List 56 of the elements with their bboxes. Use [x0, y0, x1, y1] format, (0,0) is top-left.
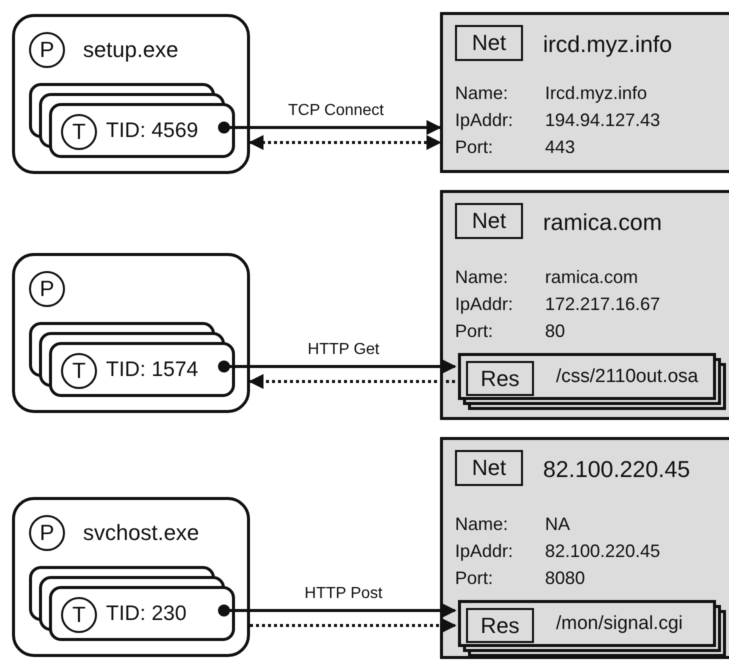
field-label: Port:: [455, 568, 494, 589]
field-label: Name:: [455, 267, 508, 288]
resource-box: [458, 353, 716, 400]
dotted-arrow: [250, 618, 456, 633]
field-value: 82.100.220.45: [545, 541, 660, 562]
field-value: NA: [545, 514, 570, 535]
host-title: ircd.myz.info: [543, 31, 672, 58]
arrow: [218, 359, 456, 374]
network-panel: [440, 437, 729, 659]
field-label: IpAddr:: [455, 541, 514, 562]
dotted-arrow: [248, 135, 442, 150]
process-box: [12, 253, 250, 413]
type-tag: Net: [455, 450, 523, 486]
dotted-arrow: [248, 374, 455, 389]
type-tag: Res: [466, 608, 534, 643]
process-name: setup.exe: [83, 37, 178, 63]
resource-path: /mon/signal.cgi: [556, 613, 683, 635]
host-title: ramica.com: [543, 209, 662, 236]
thread-card: [49, 342, 235, 397]
letter-circle: T: [61, 353, 97, 389]
thread-id: TID: 4569: [106, 119, 198, 143]
arrow: [218, 603, 456, 618]
field-value: Ircd.myz.info: [545, 83, 648, 104]
field-value: 443: [545, 137, 576, 158]
field-value: 8080: [545, 568, 586, 589]
letter-circle: P: [29, 271, 65, 307]
field-label: Port:: [455, 137, 494, 158]
network-panel: [440, 190, 729, 420]
arrow: [218, 120, 442, 135]
letter-circle: T: [61, 114, 97, 150]
letter-circle: P: [29, 32, 65, 68]
field-label: Name:: [455, 514, 508, 535]
field-value: 194.94.127.43: [545, 110, 660, 131]
resource-path: /css/2110out.osa: [556, 366, 698, 388]
field-value: 80: [545, 321, 566, 342]
thread-card: [49, 586, 235, 641]
process-box: [12, 497, 250, 657]
field-label: IpAddr:: [455, 110, 514, 131]
field-label: Port:: [455, 321, 494, 342]
host-title: 82.100.220.45: [543, 456, 690, 483]
type-tag: Res: [466, 361, 534, 396]
field-label: IpAddr:: [455, 294, 514, 315]
field-value: ramica.com: [545, 267, 638, 288]
type-tag: Net: [455, 25, 523, 61]
thread-id: TID: 230: [106, 602, 187, 626]
type-tag: Net: [455, 203, 523, 239]
thread-id: TID: 1574: [106, 358, 198, 382]
field-value: 172.217.16.67: [545, 294, 660, 315]
resource-box: [458, 600, 716, 647]
field-label: Name:: [455, 83, 508, 104]
process-name: svchost.exe: [83, 520, 200, 546]
thread-card: [49, 103, 235, 158]
network-panel: [440, 12, 729, 173]
letter-circle: T: [61, 597, 97, 633]
letter-circle: P: [29, 515, 65, 551]
process-box: [12, 14, 250, 174]
